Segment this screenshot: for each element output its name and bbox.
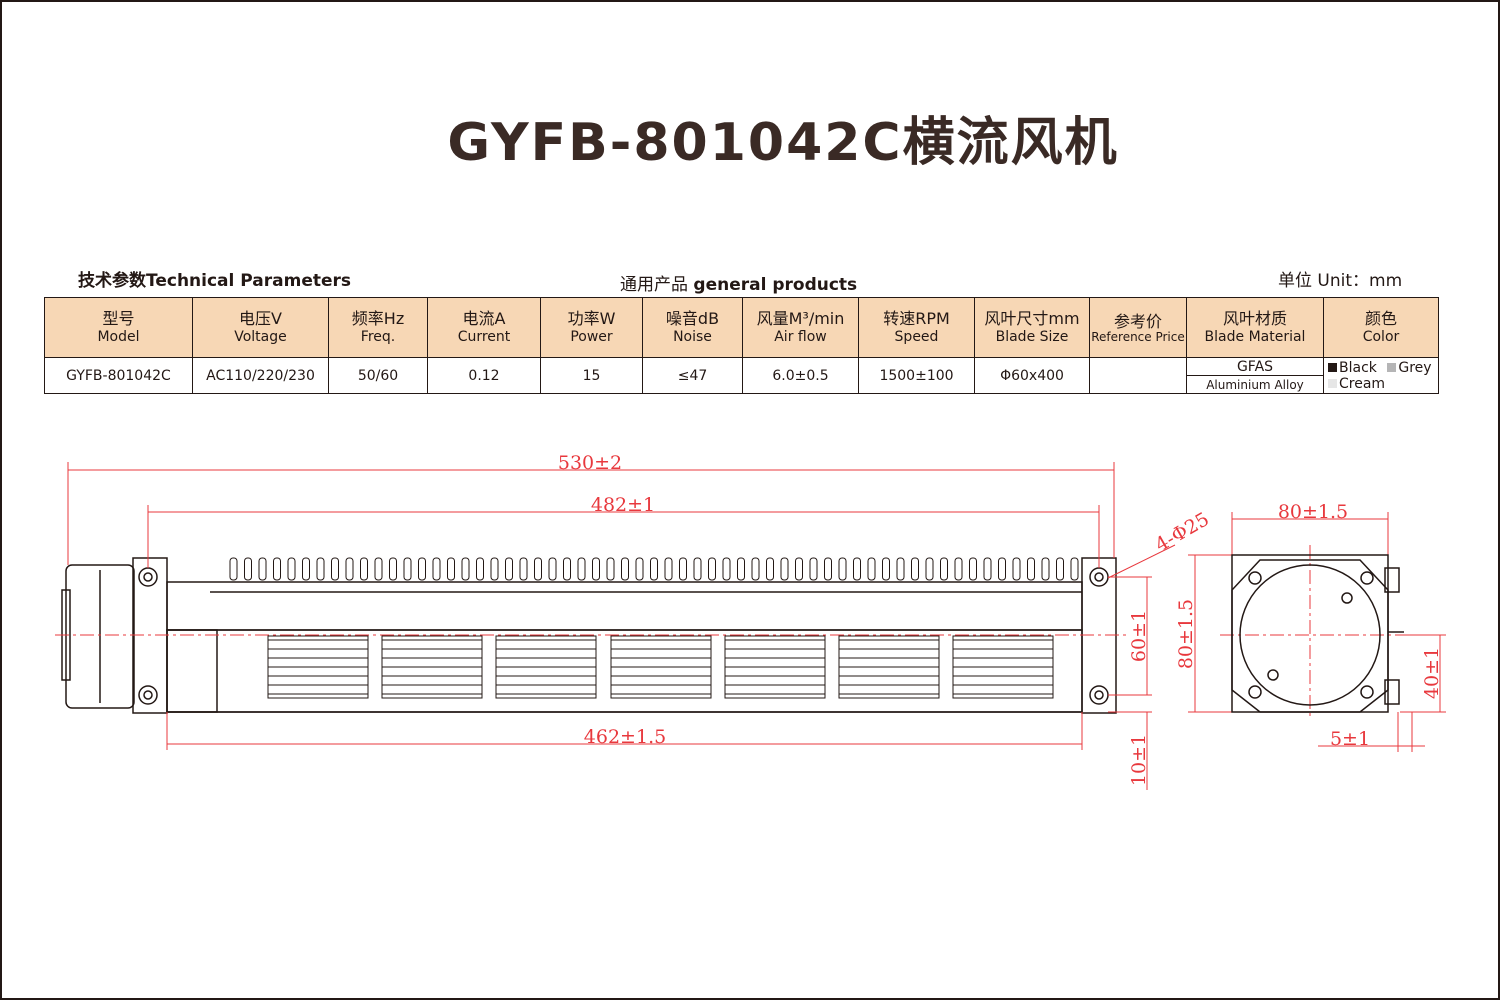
fan-blade-body bbox=[166, 629, 1083, 713]
dim-mount-length: 482±1 bbox=[591, 494, 655, 516]
cream-swatch-icon bbox=[1328, 378, 1337, 388]
cell-current: 0.12 bbox=[427, 357, 541, 394]
dim-body-length: 462±1.5 bbox=[584, 726, 666, 748]
grey-swatch-icon bbox=[1387, 362, 1397, 372]
blade-segments bbox=[267, 635, 1054, 699]
cell-blade-material: GFAS Aluminium Alloy bbox=[1186, 357, 1324, 394]
dim-height: 80±1.5 bbox=[1175, 599, 1197, 669]
dim-overall-length: 530±2 bbox=[558, 452, 622, 474]
cell-power: 15 bbox=[540, 357, 643, 394]
material-aluminium: Aluminium Alloy bbox=[1206, 377, 1304, 392]
dim-hole-spec: 4-Φ25 bbox=[1152, 508, 1213, 556]
motor-housing bbox=[65, 564, 135, 709]
cell-noise: ≤47 bbox=[642, 357, 743, 394]
cooling-fins bbox=[229, 557, 1079, 581]
dim-width: 80±1.5 bbox=[1278, 501, 1348, 523]
material-gfas: GFAS bbox=[1187, 358, 1323, 376]
tech-params-header: 技术参数Technical Parameters bbox=[78, 271, 352, 291]
cell-airflow: 6.0±0.5 bbox=[742, 357, 859, 394]
black-swatch-icon bbox=[1328, 362, 1337, 372]
dim-offset-40: 40±1 bbox=[1421, 647, 1443, 699]
general-products-header: 通用产品 general products bbox=[620, 275, 858, 295]
fan-top-body bbox=[166, 581, 1083, 631]
table-row: GYFB-801042C AC110/220/230 50/60 0.12 15… bbox=[44, 357, 1439, 394]
unit-header: 单位 Unit：mm bbox=[1278, 271, 1403, 291]
cell-color: Black Grey Cream bbox=[1323, 357, 1439, 394]
dim-offset-10: 10±1 bbox=[1128, 734, 1150, 786]
dim-hole-spacing: 60±1 bbox=[1128, 610, 1150, 662]
page-title: GYFB-801042C横流风机 bbox=[447, 113, 1119, 173]
dim-offset-5: 5±1 bbox=[1330, 728, 1370, 750]
side-view bbox=[1231, 554, 1404, 713]
cell-freq: 50/60 bbox=[328, 357, 428, 394]
cell-voltage: AC110/220/230 bbox=[192, 357, 329, 394]
cell-model: GYFB-801042C bbox=[44, 357, 193, 394]
cell-speed: 1500±100 bbox=[858, 357, 975, 394]
